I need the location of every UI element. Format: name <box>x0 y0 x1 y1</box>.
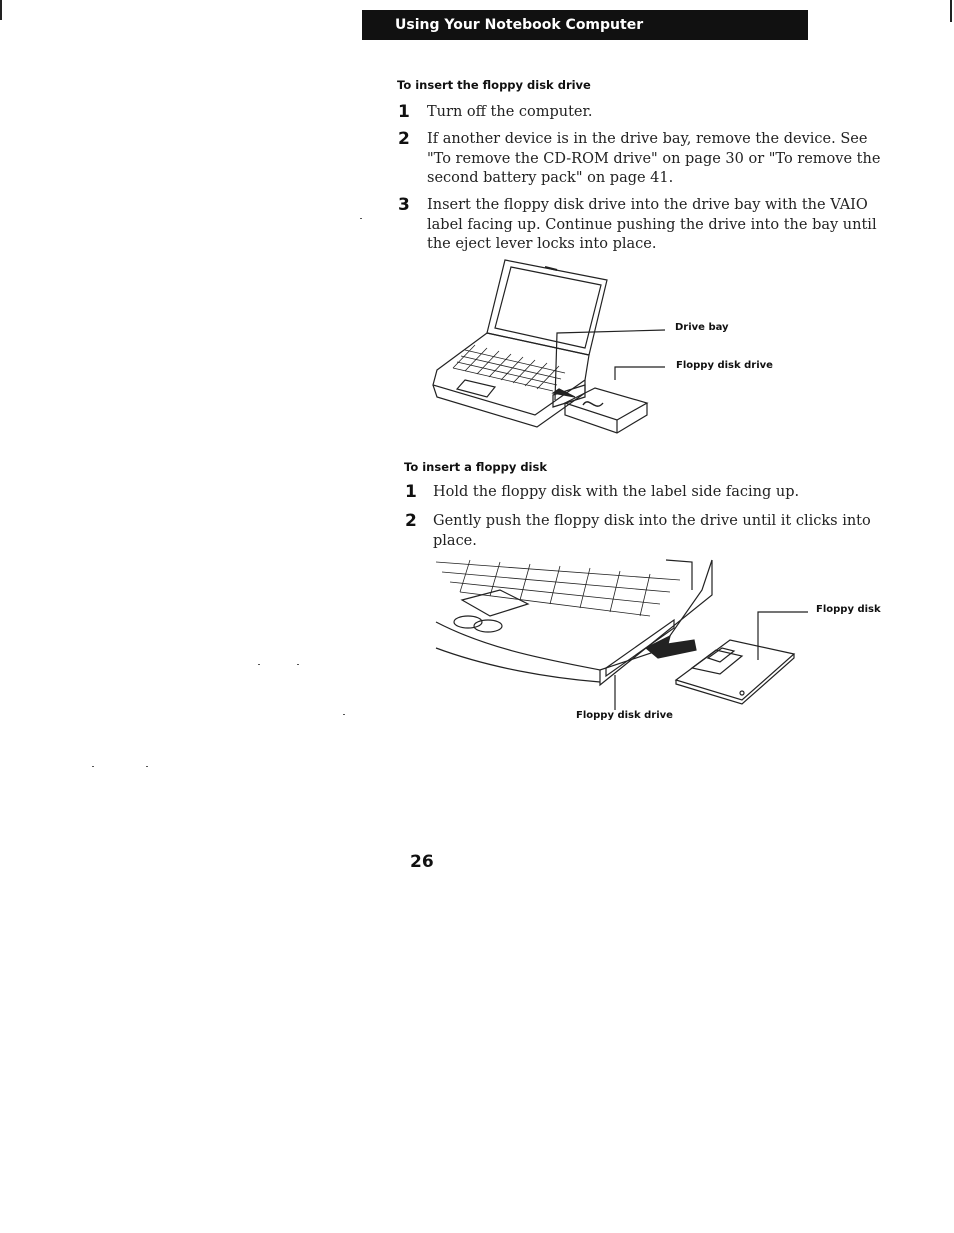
step-1-insert-drive: 1 Turn off the computer. <box>398 102 898 124</box>
step-text: Hold the floppy disk with the label side… <box>433 484 800 500</box>
section-heading-insert-drive: To insert the floppy disk drive <box>397 78 591 92</box>
insert-arrow <box>551 388 576 398</box>
step-text: If another device is in the drive bay, r… <box>427 131 881 186</box>
step-2-insert-disk: 2 Gently push the floppy disk into the d… <box>405 511 925 549</box>
scan-speck <box>258 664 260 665</box>
page-edge-mark-right <box>950 0 952 22</box>
callout-line-drive-bay <box>554 329 666 401</box>
step-text: Turn off the computer. <box>427 104 593 120</box>
laptop-keyboard <box>452 344 566 392</box>
step-text: Insert the floppy disk drive into the dr… <box>427 197 877 252</box>
chapter-title: Using Your Notebook Computer <box>395 17 644 33</box>
figure-insert-floppy-disk <box>435 559 808 710</box>
scan-speck <box>343 714 345 715</box>
step-3-insert-drive: 3 Insert the floppy disk drive into the … <box>398 195 898 257</box>
step-number: 1 <box>405 482 417 502</box>
page-edge-mark-left <box>0 0 2 20</box>
laptop-keyboard <box>435 559 681 617</box>
laptop-base <box>432 332 590 416</box>
insert-arrow <box>644 634 697 659</box>
step-1-insert-disk: 1 Hold the floppy disk with the label si… <box>405 482 905 504</box>
scan-speck <box>360 218 362 219</box>
laptop-touchpad <box>460 589 530 617</box>
floppy-drive-module <box>563 387 649 421</box>
step-number: 3 <box>398 195 410 215</box>
scan-speck <box>297 664 299 665</box>
drive-bay-opening <box>552 384 586 408</box>
step-number: 1 <box>398 102 410 122</box>
figure-laptop-drive-bay <box>432 259 666 434</box>
page-number: 26 <box>410 852 434 872</box>
section-heading-insert-disk: To insert a floppy disk <box>404 460 547 474</box>
floppy-drive-slot <box>605 618 675 678</box>
callout-floppy-disk-drive: Floppy disk drive <box>676 360 773 371</box>
scan-speck <box>146 766 148 767</box>
scan-speck <box>92 766 94 767</box>
step-number: 2 <box>405 511 417 531</box>
callout-floppy-disk: Floppy disk <box>816 604 881 615</box>
laptop-body <box>435 559 713 671</box>
callout-drive-bay: Drive bay <box>675 322 729 333</box>
callout-line-floppy-disk <box>757 611 808 660</box>
chapter-header: Using Your Notebook Computer <box>362 10 808 40</box>
callout-floppy-disk-drive-2: Floppy disk drive <box>576 710 673 721</box>
callout-line-floppy-drive <box>614 366 665 380</box>
step-number: 2 <box>398 129 410 149</box>
laptop-touchpad <box>455 379 497 398</box>
step-2-insert-drive: 2 If another device is in the drive bay,… <box>398 129 898 191</box>
laptop-screen <box>494 266 602 349</box>
step-text: Gently push the floppy disk into the dri… <box>433 513 871 549</box>
